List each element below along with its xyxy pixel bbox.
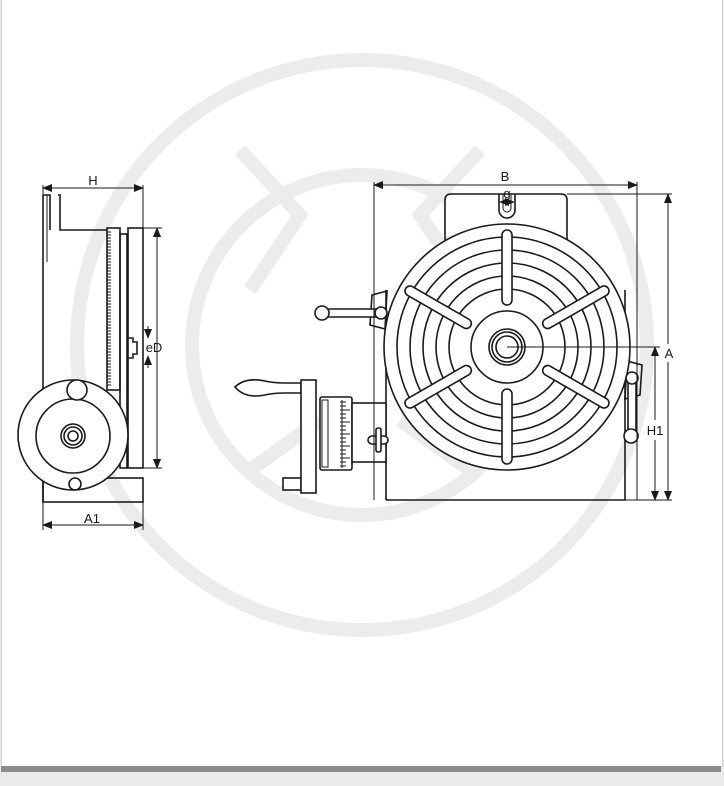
dim-label-h: H: [88, 173, 97, 188]
t-slot: [541, 364, 610, 409]
dim-label-b: B: [501, 169, 510, 184]
front-view: B g A H1: [233, 169, 674, 501]
t-slot: [541, 285, 610, 330]
t-slot: [404, 285, 473, 330]
t-slot-bar: [541, 285, 610, 330]
t-slot-bar: [404, 364, 473, 409]
t-slots: [404, 229, 610, 465]
t-slot: [501, 229, 513, 306]
dim-label-a: A: [665, 346, 674, 361]
dim-label-h1: H1: [647, 423, 664, 438]
dial-scale: [340, 400, 350, 468]
t-slot-bar: [541, 364, 610, 409]
t-slot-bar: [501, 388, 513, 465]
t-slot-bar: [404, 285, 473, 330]
footer-bar: [1, 766, 721, 772]
t-slot: [501, 388, 513, 465]
t-slot: [404, 364, 473, 409]
scale-ticks: [107, 231, 111, 386]
side-view: H eD A1: [17, 173, 163, 530]
dim-label-ed: eD: [146, 340, 163, 355]
dim-label-a1: A1: [84, 511, 100, 526]
t-slot-bar: [501, 229, 513, 306]
dim-label-g: g: [503, 186, 510, 201]
